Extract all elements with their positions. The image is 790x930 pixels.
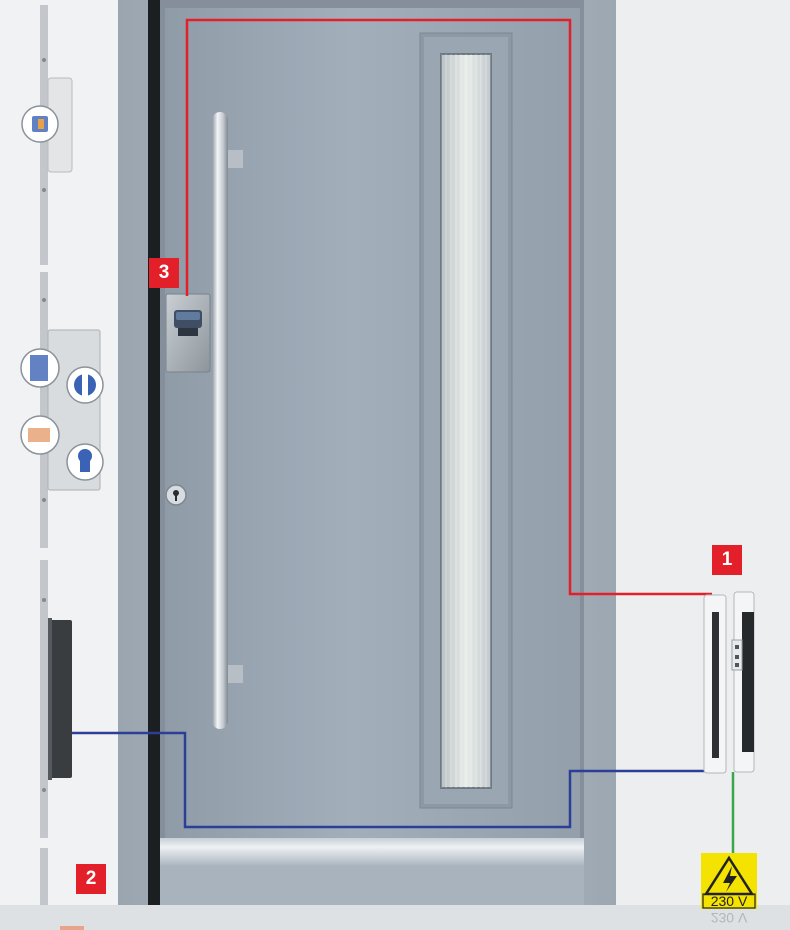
high-voltage-warning-icon bbox=[701, 853, 757, 909]
voltage-label-reflection: 230 V bbox=[710, 910, 748, 926]
marker-badge-2: 2 bbox=[76, 864, 106, 894]
door-handle-bar bbox=[212, 112, 243, 729]
motor-lock-unit bbox=[703, 591, 755, 774]
door-threshold bbox=[160, 838, 584, 868]
upper-latch bbox=[21, 77, 73, 173]
main-lock-case bbox=[20, 329, 104, 491]
signal-cable bbox=[185, 18, 712, 596]
keyhole-icon bbox=[165, 484, 187, 506]
voltage-label: 230 V bbox=[710, 893, 748, 909]
floor-reflection bbox=[0, 905, 790, 930]
fingerprint-reader bbox=[165, 293, 211, 373]
power-supply-unit bbox=[50, 620, 72, 778]
glass-insert bbox=[419, 32, 513, 809]
door-sill-base bbox=[160, 866, 584, 908]
power-cable bbox=[72, 731, 712, 829]
marker-badge-1: 1 bbox=[712, 545, 742, 575]
marker-badge-3: 3 bbox=[149, 258, 179, 288]
power-supply-edge bbox=[48, 618, 52, 780]
badge-2-reflection bbox=[60, 926, 84, 930]
